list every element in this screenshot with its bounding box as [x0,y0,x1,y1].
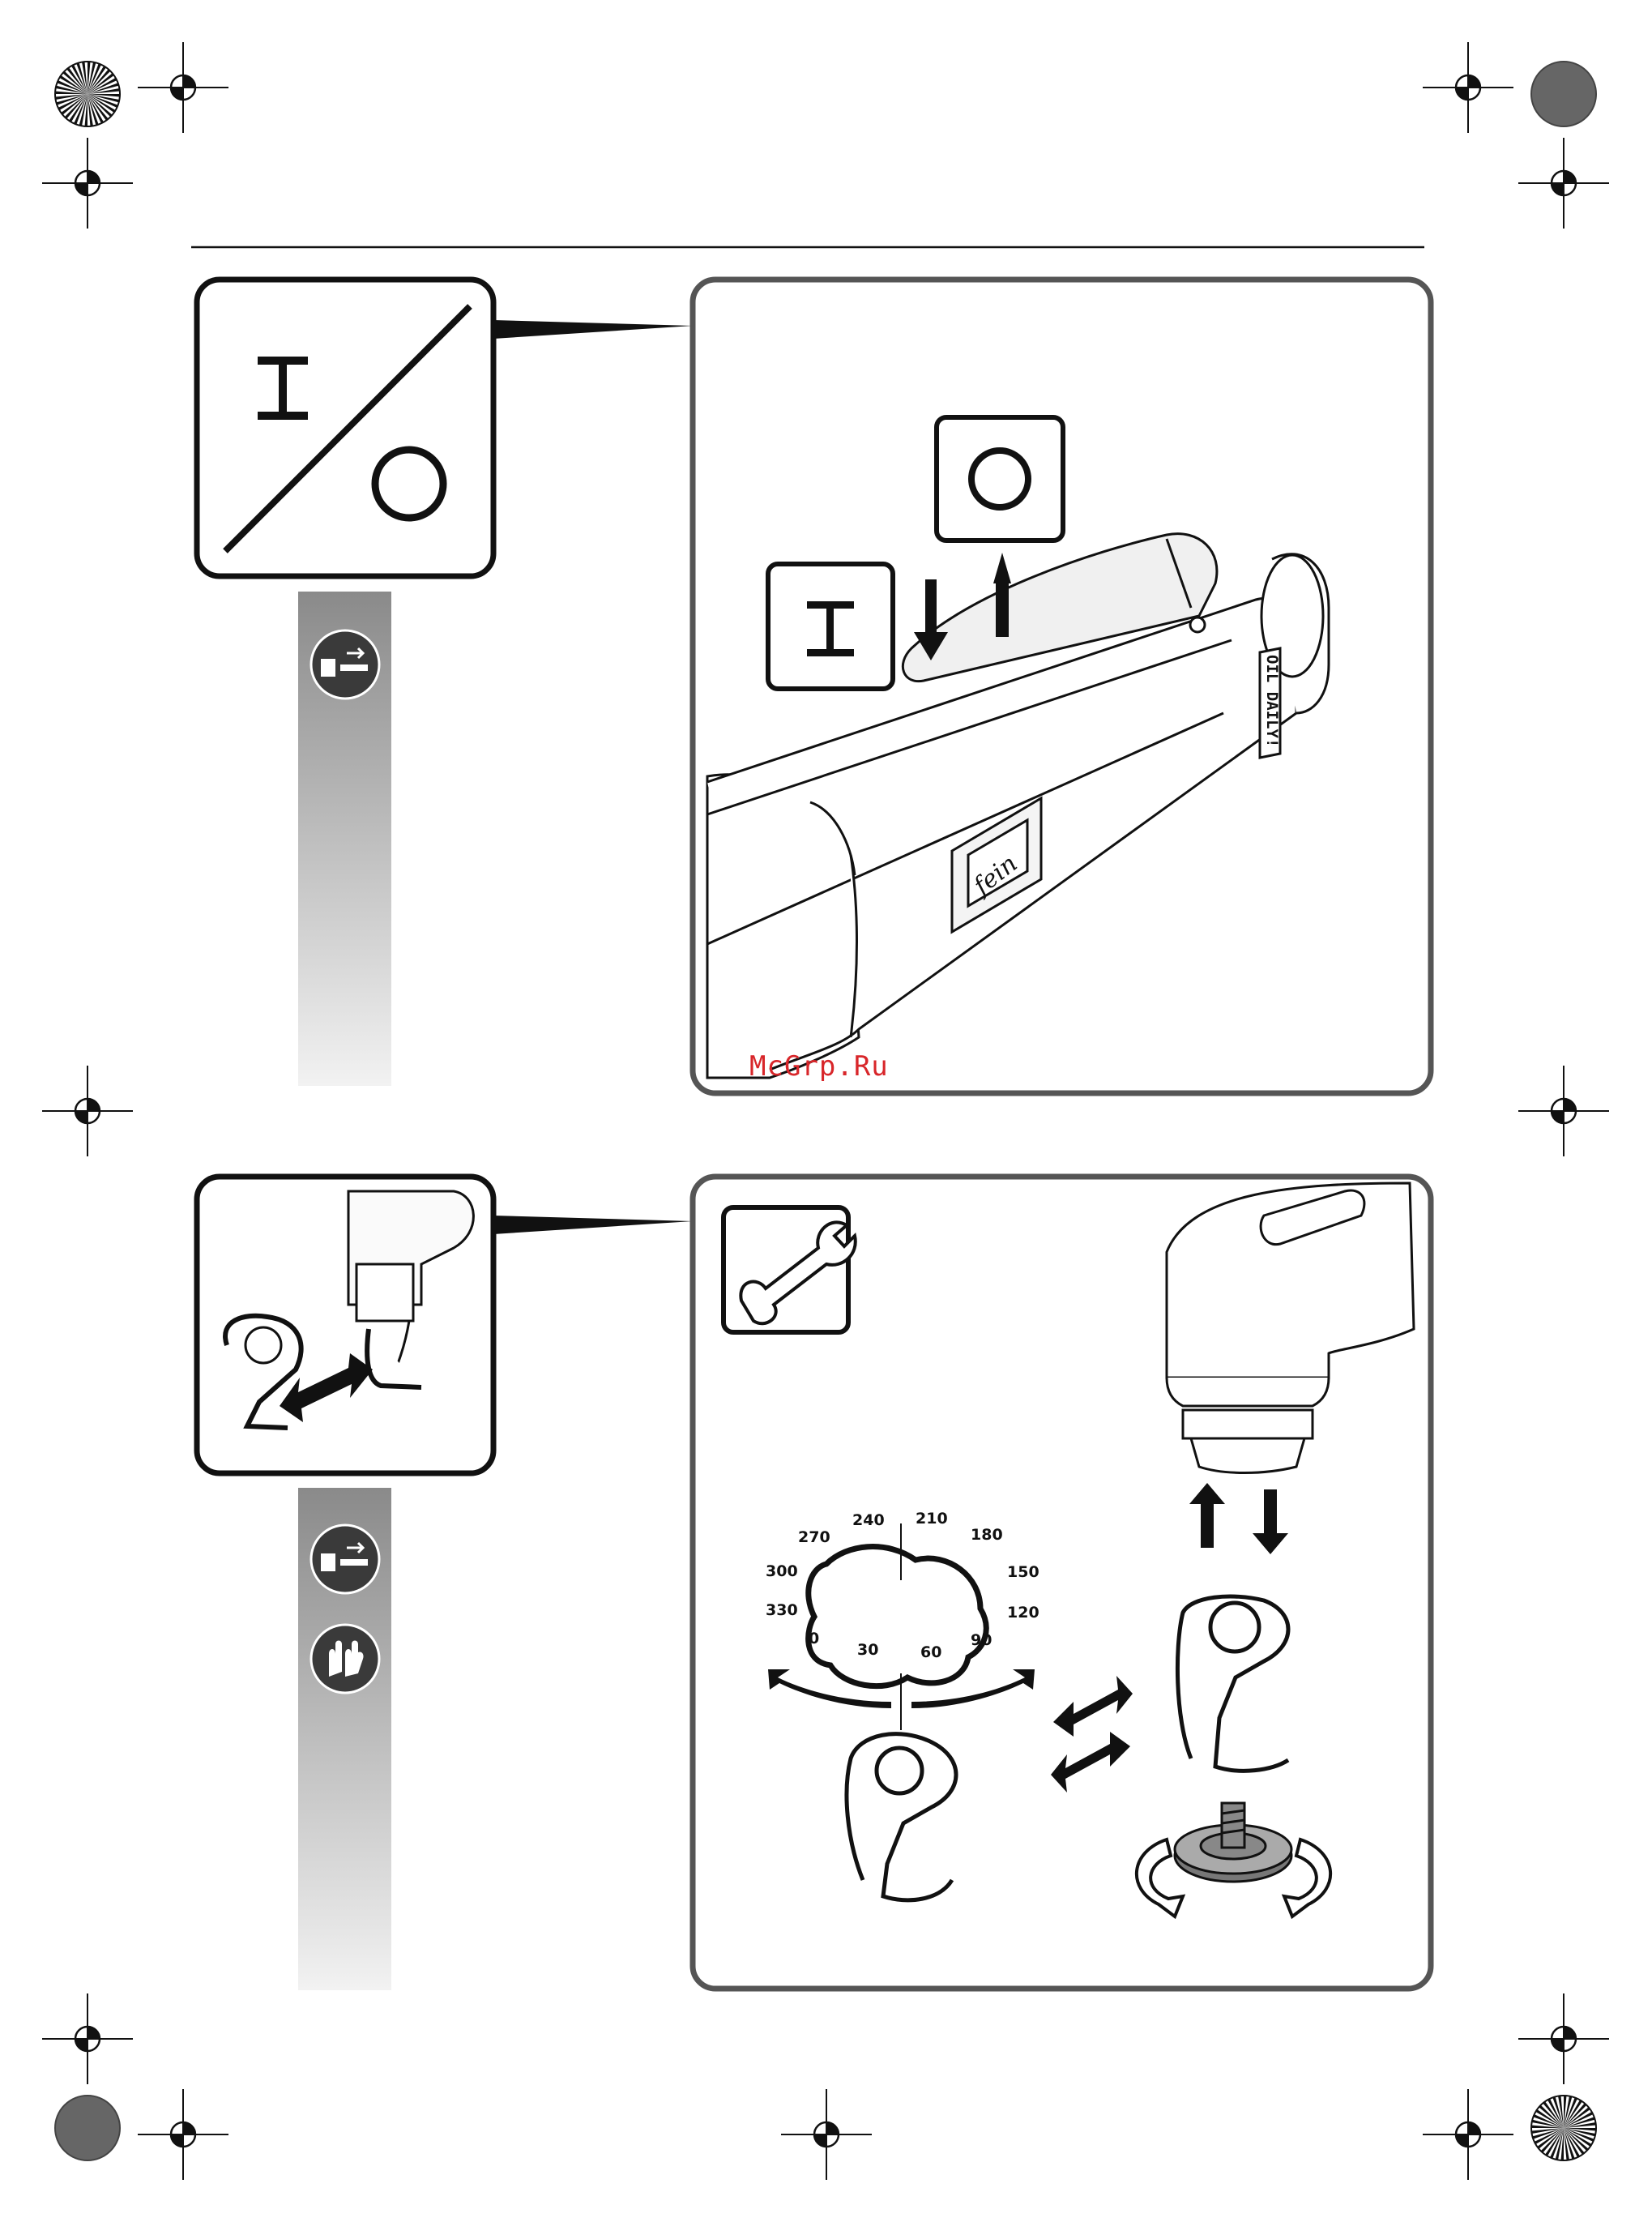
dial-label: 240 [852,1511,885,1529]
dial-label: 60 [920,1643,941,1661]
dial-label: 150 [1007,1563,1039,1581]
disconnect-air-supply-icon [309,1523,381,1595]
dial-label: 330 [766,1601,798,1619]
callout-pointer [493,1216,693,1234]
dial-label: 90 [971,1631,992,1649]
dial-label: 0 [809,1630,819,1647]
wear-gloves-icon [309,1623,381,1694]
watermark: McGrp.Ru [749,1050,889,1083]
dial-label: 270 [798,1528,830,1546]
dial-label: 210 [916,1510,948,1528]
dial-label: 30 [857,1641,878,1659]
dial-label: 300 [766,1562,798,1580]
dial-label: 120 [1007,1604,1039,1622]
dial-label: 180 [971,1526,1003,1544]
